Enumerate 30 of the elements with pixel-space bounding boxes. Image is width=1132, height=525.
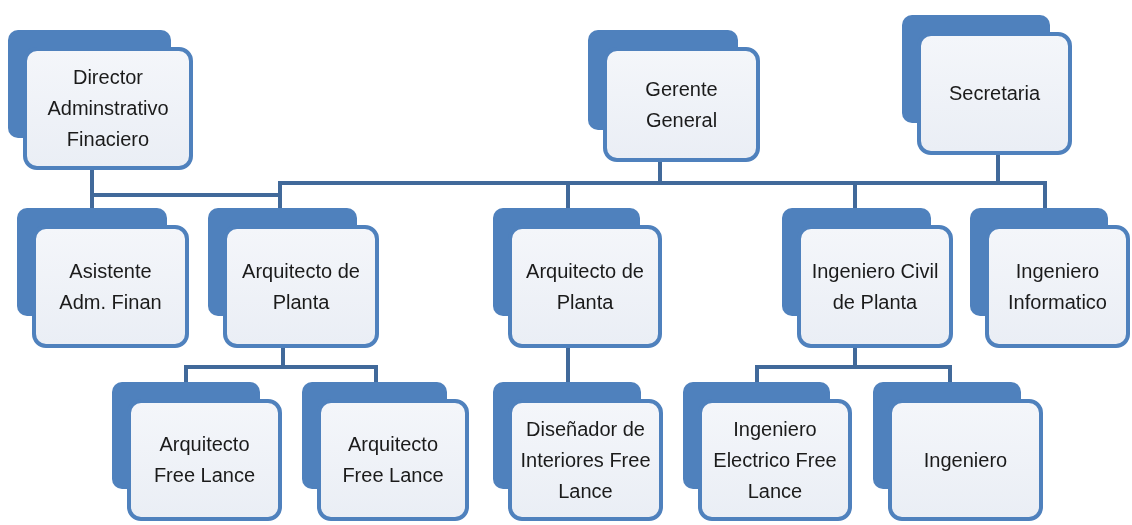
position-title: Ingeniero Civil de Planta	[810, 258, 940, 315]
org-chart-box	[112, 382, 282, 521]
position-title: Ingeniero	[923, 447, 1008, 473]
org-chart-box	[493, 208, 662, 348]
org-chart-box	[302, 382, 469, 521]
position-title: Arquitecto de Planta	[525, 258, 645, 315]
connector-line	[853, 348, 952, 382]
org-chart-box	[902, 15, 1072, 155]
position-title: Arquitecto Free Lance	[152, 432, 257, 488]
org-chart-box	[8, 30, 193, 170]
org-chart-box	[970, 208, 1130, 348]
position-title: Secretaria	[948, 81, 1041, 106]
position-title: Director Adminstrativo Finaciero	[46, 65, 170, 152]
org-chart-box	[683, 382, 852, 521]
position-title: Arquitecto de Planta	[241, 258, 361, 315]
org-chart-box	[588, 30, 760, 162]
connector-line	[281, 348, 378, 382]
position-title: Asistente Adm. Finan	[58, 258, 163, 315]
org-chart-box	[493, 382, 663, 521]
org-chart-box	[208, 208, 379, 348]
position-title: Arquitecto Free Lance	[341, 432, 445, 488]
org-chart-box	[782, 208, 953, 348]
position-title: Ingeniero Informatico	[1007, 258, 1108, 315]
position-title: Diseñador de Interiores Free Lance	[520, 416, 651, 504]
position-title: Gerente General	[644, 76, 719, 133]
connector-line	[566, 348, 570, 382]
position-title: Ingeniero Electrico Free Lance	[712, 416, 838, 504]
org-chart-box	[873, 382, 1043, 521]
org-chart-box	[17, 208, 189, 348]
connector-line	[658, 155, 1000, 185]
